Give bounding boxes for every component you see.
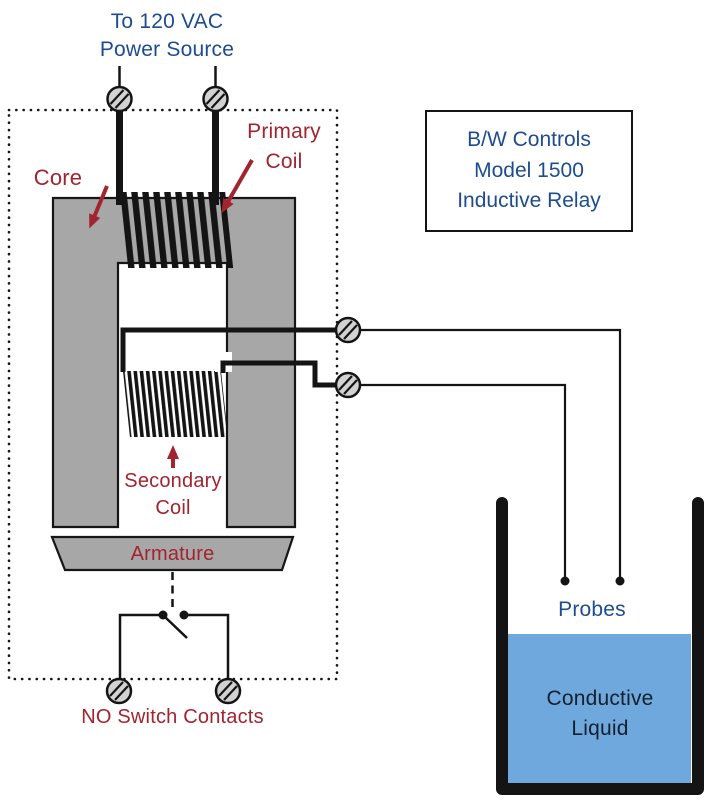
probe-tip-left: [560, 576, 570, 586]
secondary-wire-bottom: [220, 360, 336, 388]
terminal-screw-power-right: [202, 85, 229, 113]
secondary-coil-label: Secondary Coil: [110, 468, 236, 522]
switch-wire-right: [184, 613, 230, 679]
secondary-wire-top: [120, 327, 336, 372]
switch-wire-left: [118, 613, 163, 679]
switch-contact-left: [158, 610, 168, 620]
relay-title-line2: Model 1500: [474, 158, 584, 182]
power-source-label: To 120 VAC Power Source: [47, 8, 287, 64]
relay-title-box: B/W Controls Model 1500 Inductive Relay: [425, 110, 633, 232]
conductive-liquid-label-line1: Conductive: [546, 687, 654, 710]
core-arrow-icon: [89, 185, 109, 229]
terminal-screw-switch-left: [105, 677, 133, 705]
power-source-label-line2: Power Source: [99, 38, 235, 61]
enclosure-dotted-border: [7, 108, 339, 681]
primary-coil-winding: [119, 192, 234, 268]
terminal-screw-switch-right: [214, 677, 242, 705]
conductive-liquid-label-line2: Liquid: [571, 717, 629, 740]
probe-wire-left: [360, 383, 567, 577]
secondary-coil-label-line2: Coil: [155, 497, 191, 519]
probe-wire-right: [360, 328, 622, 577]
armature-label: Armature: [130, 543, 215, 565]
probe-tip-right: [615, 576, 625, 586]
armature-shape: [50, 535, 295, 572]
conductive-liquid-label: Conductive Liquid: [512, 684, 688, 744]
probes-label: Probes: [558, 598, 626, 621]
switch-contact-right: [179, 610, 189, 620]
no-switch-contacts-label: NO Switch Contacts: [81, 706, 264, 728]
terminal-screw-power-left: [106, 85, 133, 113]
switch-blade: [164, 616, 188, 639]
primary-coil-label-line1: Primary: [247, 120, 321, 143]
terminal-screw-probe-top: [334, 316, 362, 344]
secondary-coil-winding: [122, 371, 228, 437]
relay-title-line1: B/W Controls: [467, 128, 591, 152]
primary-coil-label: Primary Coil: [232, 117, 336, 177]
primary-coil-arrow-icon: [221, 159, 254, 214]
power-source-label-line1: To 120 VAC: [110, 10, 224, 33]
relay-title-line3: Inductive Relay: [457, 189, 601, 213]
tank-walls: [496, 497, 704, 795]
secondary-coil-label-line1: Secondary: [124, 470, 222, 492]
core-label: Core: [33, 165, 83, 190]
primary-coil-label-line2: Coil: [265, 150, 303, 173]
terminal-screw-probe-bottom: [334, 371, 362, 399]
liquid-area: [507, 634, 691, 784]
